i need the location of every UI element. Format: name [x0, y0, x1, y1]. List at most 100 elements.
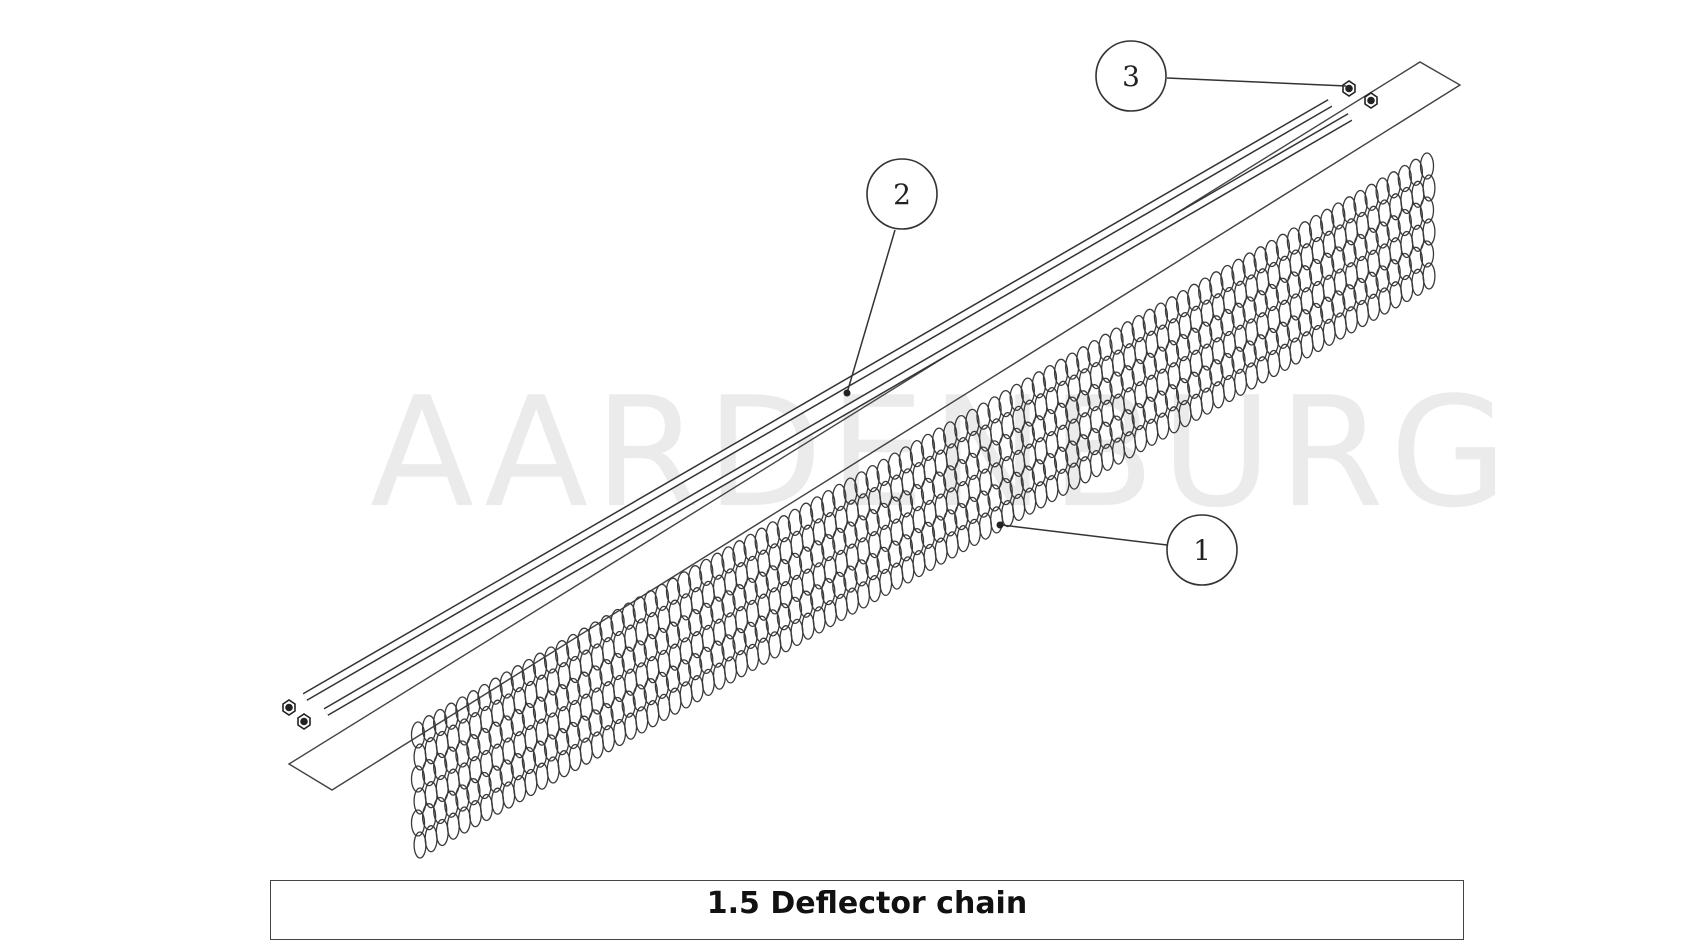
chain-link	[810, 496, 825, 524]
chain-link	[1408, 246, 1424, 274]
chain-link	[699, 558, 714, 587]
chain-link	[1364, 271, 1379, 299]
chain-link	[732, 540, 747, 568]
chain-link	[1076, 434, 1091, 462]
chain-link	[1120, 321, 1135, 349]
chain-link	[566, 677, 581, 706]
chain-link	[1076, 346, 1091, 374]
nuts	[282, 80, 1378, 730]
chain-link	[665, 577, 681, 605]
chain-link	[1331, 202, 1346, 230]
chain-link	[1353, 277, 1368, 306]
chain-link	[754, 527, 769, 555]
chain-link	[455, 784, 470, 812]
chain-link	[1164, 384, 1180, 412]
chain-link	[865, 464, 880, 493]
chain-link	[1397, 252, 1412, 281]
chain-curtain	[410, 152, 1436, 859]
caption-box: 1.5 Deflector chain	[270, 880, 1464, 940]
chain-link	[499, 715, 514, 743]
chain-link	[998, 433, 1013, 462]
chain-link	[521, 658, 537, 687]
chain-link	[610, 608, 625, 637]
chain-link	[588, 621, 603, 649]
chain-link	[1175, 377, 1191, 406]
chain-link	[1331, 290, 1346, 318]
chain-link	[1364, 183, 1379, 211]
chain-link	[1087, 383, 1102, 412]
chain-link	[1408, 158, 1424, 186]
chain-link	[1031, 371, 1047, 399]
chain-link	[1297, 221, 1313, 249]
chain-link	[488, 677, 503, 705]
chain-link	[1242, 296, 1257, 324]
chain-link	[532, 740, 548, 768]
callout-3-label: 3	[1122, 60, 1140, 93]
chain-link	[1009, 383, 1024, 412]
chain-link	[987, 440, 1002, 468]
chain-link	[821, 577, 836, 606]
chain-link	[1264, 283, 1279, 312]
chain-link	[1275, 277, 1291, 305]
callout-3: 3	[1095, 40, 1167, 112]
chain-link	[654, 671, 670, 700]
chain-link	[898, 446, 914, 474]
chain-link	[943, 465, 958, 493]
chain-link	[1253, 290, 1268, 318]
chain-link	[954, 458, 969, 487]
chain-link	[588, 665, 603, 693]
chain-link	[798, 502, 814, 530]
chain-link	[743, 621, 758, 650]
chain-link	[466, 690, 481, 718]
chain-link	[665, 665, 681, 693]
chain-link	[998, 477, 1013, 506]
chain-link	[1286, 271, 1302, 299]
chain-link	[543, 690, 559, 718]
chain-link	[876, 502, 891, 531]
chain-link	[1286, 227, 1302, 255]
chain-link	[732, 584, 747, 612]
chain-link	[821, 533, 836, 562]
chain-link	[1386, 215, 1401, 243]
chain-link	[510, 709, 525, 737]
chain-link	[599, 659, 614, 687]
chain-link	[776, 603, 792, 631]
chain-link	[632, 596, 647, 624]
chain-link	[1209, 271, 1224, 299]
chain-link	[1342, 240, 1357, 268]
chain-link	[654, 627, 670, 656]
chain-link	[1397, 164, 1412, 193]
chain-link	[433, 752, 448, 781]
chain-link	[1020, 377, 1035, 405]
chain-link	[710, 640, 725, 668]
leader-dot	[996, 521, 1004, 529]
chain-link	[743, 577, 758, 606]
chain-link	[466, 734, 481, 762]
chain-link	[887, 452, 902, 480]
chain-link	[1242, 252, 1257, 280]
chain-link	[1131, 314, 1146, 343]
chain-link	[1065, 352, 1080, 380]
callout-1-label: 1	[1193, 534, 1211, 567]
chain-link	[1308, 302, 1324, 331]
chain-link	[1342, 284, 1357, 312]
chain-link	[920, 433, 936, 462]
chain-link	[1209, 315, 1224, 343]
chain-link	[987, 484, 1002, 512]
chain-link	[854, 471, 869, 499]
chain-link	[455, 696, 470, 724]
chain-link	[410, 809, 426, 837]
chain-link	[1422, 218, 1436, 246]
chain-link	[754, 571, 769, 599]
chain-link	[954, 502, 969, 531]
chain-link	[643, 678, 658, 706]
chain-link	[876, 546, 891, 575]
chain-link	[854, 515, 869, 543]
chain-link	[832, 527, 847, 556]
chain-link	[1242, 340, 1257, 368]
chain-link	[1120, 409, 1135, 437]
chain-link	[421, 715, 437, 743]
chain-link	[710, 596, 725, 624]
chain-link	[787, 508, 803, 537]
leader-dot	[843, 389, 851, 397]
